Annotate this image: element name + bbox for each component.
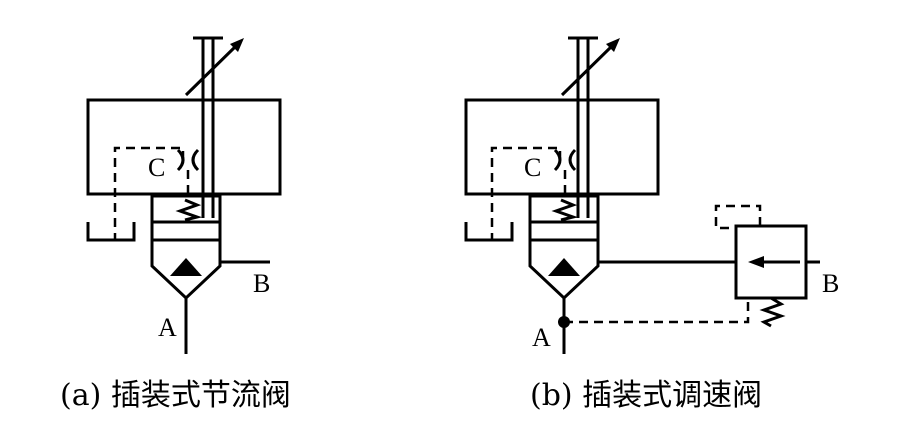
spring-icon [175,198,203,222]
pilot-line [113,146,185,240]
cover-block [86,98,282,196]
poppet-cartridge [528,220,600,242]
port-c-label: C [148,153,165,182]
flow-arrow-icon [748,256,800,268]
poppet-icon [170,258,202,276]
spring-icon [551,198,579,222]
poppet-icon [548,258,580,276]
tank-icon [86,222,136,242]
junction-dot [558,316,570,328]
figure-a-caption: (a) 插装式节流阀 [60,378,291,413]
pilot-line [490,146,562,240]
feedback-pilot-line [564,298,750,324]
spring-chamber [528,194,600,222]
compensator-pilot-line [714,204,762,230]
orifice-c-icon [553,148,577,172]
figure-b-flow-control-valve: C A B (b) 插装式调速阀 [464,36,839,413]
port-b-label: B [253,269,270,298]
adjustable-arrow-icon [184,38,244,97]
adjustable-arrow-icon [560,38,620,97]
cover-block [464,98,660,196]
spring-chamber [150,194,222,222]
figure-a-throttle-valve: C A B (a) 插装式节流阀 [60,36,291,413]
poppet-cartridge [150,220,222,242]
port-a-label: A [158,313,177,342]
figure-b-caption: (b) 插装式调速阀 [530,378,762,413]
compensator-spring-icon [759,296,786,328]
port-a-label: A [532,323,551,352]
tank-icon [464,222,514,242]
port-c-label: C [524,153,541,182]
orifice-c-icon [176,148,200,172]
port-b-label: B [822,269,839,298]
